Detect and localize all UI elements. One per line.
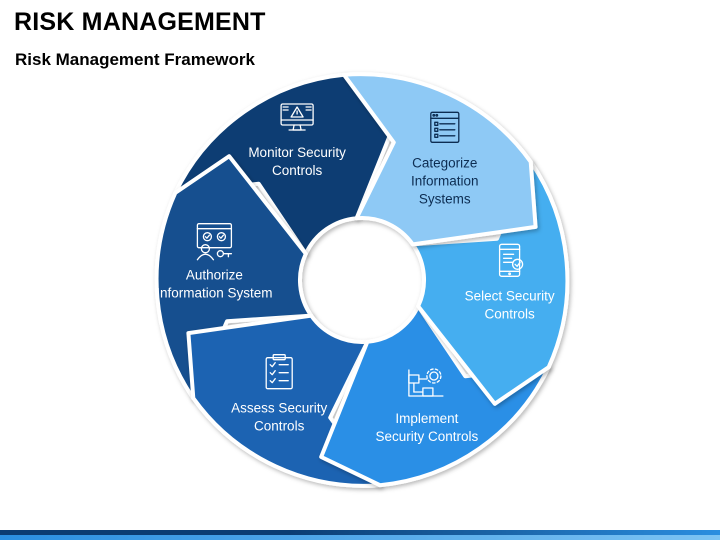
- page-subtitle: Risk Management Framework: [15, 50, 255, 69]
- cycle-step-label-line: Categorize: [412, 155, 477, 170]
- footer-bar-top: [0, 530, 720, 535]
- page-title: RISK MANAGEMENT: [14, 8, 266, 36]
- cycle-step-label-line: Select Security: [465, 288, 555, 303]
- cycle-step-label-line: Systems: [419, 191, 471, 206]
- cycle-segment: [173, 72, 405, 256]
- cycle-step-label-line: Security Controls: [376, 429, 479, 444]
- cycle-step-label-line: Assess Security: [231, 401, 327, 416]
- cycle-step-label-line: Controls: [484, 306, 535, 321]
- footer-bar-bottom: [0, 535, 720, 540]
- cycle-segment: [342, 72, 538, 247]
- cycle-step-label-line: Information System: [156, 286, 272, 301]
- cycle-step-label-line: Authorize: [186, 268, 243, 283]
- cycle-step-label-line: Implement: [395, 411, 458, 426]
- cycle-step-label-line: Monitor Security: [248, 145, 346, 160]
- cycle-step-label-line: Information: [411, 173, 479, 188]
- cycle-step-label-line: Controls: [254, 419, 305, 434]
- cycle-step-label-line: Controls: [272, 163, 323, 178]
